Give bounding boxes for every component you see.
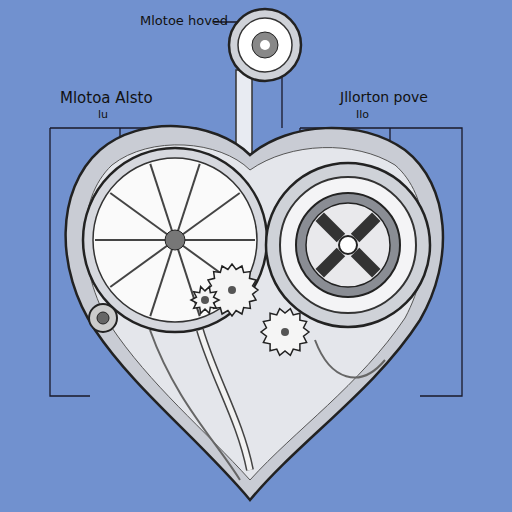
left-wheel	[83, 148, 267, 332]
part-label: lu	[98, 109, 108, 121]
tube	[200, 330, 250, 470]
gear-hub	[281, 328, 289, 336]
gear-hub	[201, 296, 209, 304]
heart-outline	[66, 126, 443, 500]
part-label: Mlotoa Alsto	[60, 90, 153, 107]
spoke	[150, 164, 175, 240]
gear	[261, 309, 309, 356]
tube	[200, 330, 250, 470]
blade	[315, 248, 345, 278]
gear	[191, 287, 219, 314]
spoke	[110, 193, 175, 240]
spoke	[175, 239, 255, 241]
blade	[351, 212, 381, 242]
right-wheel	[266, 163, 430, 327]
spoke	[95, 239, 175, 241]
screw	[89, 304, 117, 332]
gears	[191, 264, 309, 355]
spoke	[110, 240, 175, 287]
blade	[315, 212, 345, 242]
screw	[97, 312, 109, 324]
part-label: Jllorton pove	[340, 90, 428, 105]
gear-hub	[228, 286, 236, 294]
tube	[150, 330, 240, 480]
spoke	[175, 164, 200, 240]
spoke	[175, 193, 240, 240]
spoke	[150, 240, 175, 316]
part-label: Mlotoe hoved	[140, 14, 228, 28]
part-label: Ilo	[356, 109, 369, 121]
blade	[351, 248, 381, 278]
tube	[315, 340, 385, 377]
top-dial	[229, 9, 301, 81]
